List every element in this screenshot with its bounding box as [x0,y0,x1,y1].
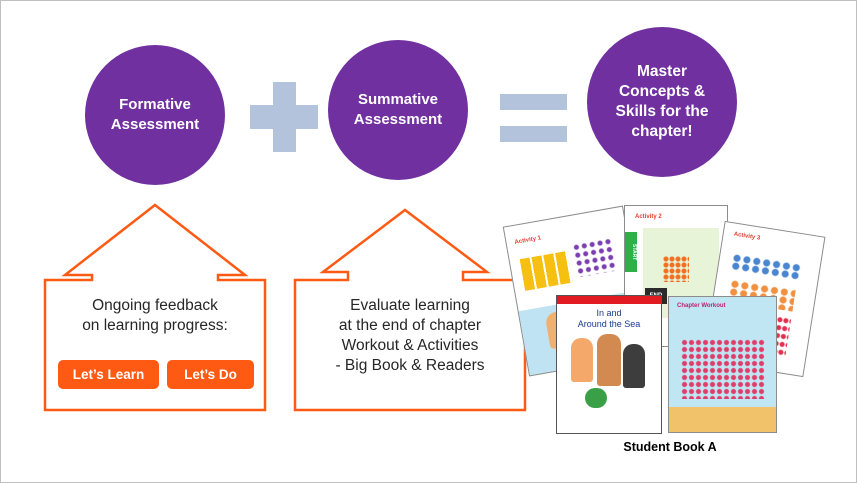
chapter-workout-label: Chapter Workout [677,303,726,309]
activity-3-label: Activity 3 [733,231,761,242]
blue-fish-icon [730,253,802,281]
student-book-caption: Student Book A [623,440,717,454]
plus-sign-vertical [273,82,296,152]
equals-sign-top [500,94,567,110]
turtle-icon [585,388,607,408]
formative-line-2: on learning progress: [82,317,228,334]
activity-page-2: Activity 2 START END [624,205,728,347]
summative-line-1: Evaluate learning [350,297,470,314]
chapter-workout-page: Chapter Workout [668,296,777,433]
big-book-cover: In and Around the Sea [556,295,662,434]
master-concepts-circle: Master Concepts & Skills for the chapter… [587,27,737,177]
formative-assessment-circle: Formative Assessment [85,45,225,185]
character-diver-icon [623,344,645,388]
activity-2-label: Activity 2 [635,214,662,220]
summative-assessment-label: Summative Assessment [353,91,443,128]
activity-1-label: Activity 1 [514,235,542,246]
formative-description: Ongoing feedback on learning progress: [55,296,255,336]
scholastic-banner [557,296,661,304]
summative-line-4: - Big Book & Readers [335,357,485,374]
fish-school-icon [681,339,765,399]
summative-arrow-callout [293,208,527,412]
yellow-squares-icon [519,250,573,291]
lets-learn-button[interactable]: Let’s Learn [58,360,159,389]
summative-description: Evaluate learning at the end of chapter … [305,296,515,376]
start-label: START [625,232,637,272]
equals-sign-bottom [500,126,567,142]
book-cover-title: In and Around the Sea [577,308,641,329]
formative-line-1: Ongoing feedback [92,297,218,314]
character-boy-icon [597,334,621,386]
summative-line-2: at the end of chapter [338,317,482,334]
orange-dots-icon [663,256,689,282]
lets-do-button[interactable]: Let’s Do [167,360,254,389]
master-concepts-label: Master Concepts & Skills for the chapter… [615,63,709,140]
summative-line-3: Workout & Activities [341,337,479,354]
formative-assessment-label: Formative Assessment [110,96,200,133]
purple-dots-icon [571,237,618,278]
character-girl-icon [571,338,593,382]
sea-floor [669,407,776,432]
summative-assessment-circle: Summative Assessment [328,40,468,180]
formative-arrow-callout [43,203,267,412]
